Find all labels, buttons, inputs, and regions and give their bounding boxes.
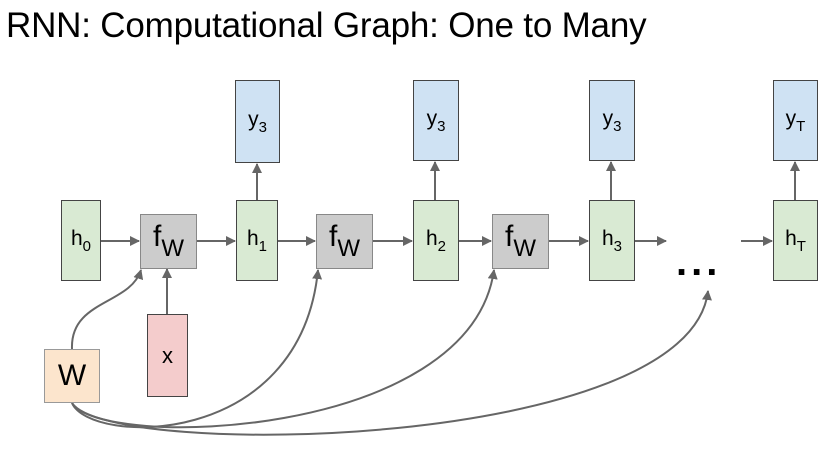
node-hT: hT [773, 200, 818, 281]
ellipsis: ... [676, 240, 722, 284]
node-fW-3: fW [492, 214, 549, 269]
node-yT: yT [773, 80, 818, 161]
node-y3: y3 [589, 80, 635, 161]
node-fW-1: fW [140, 214, 197, 269]
node-h2: h2 [413, 200, 459, 281]
node-h0: h0 [61, 200, 101, 281]
node-h1: h1 [236, 200, 278, 281]
node-y2: y3 [413, 80, 459, 161]
edge-W-f2 [71, 269, 323, 429]
edge-W-f1 [70, 269, 144, 350]
page-title: RNN: Computational Graph: One to Many [6, 6, 647, 45]
edge-W-f3 [71, 269, 498, 429]
node-y1: y3 [235, 80, 280, 163]
edge-W-dots [71, 290, 712, 436]
node-h3: h3 [589, 200, 635, 281]
node-fW-2: fW [316, 214, 373, 269]
node-x: x [147, 314, 188, 397]
node-W: W [44, 349, 100, 403]
